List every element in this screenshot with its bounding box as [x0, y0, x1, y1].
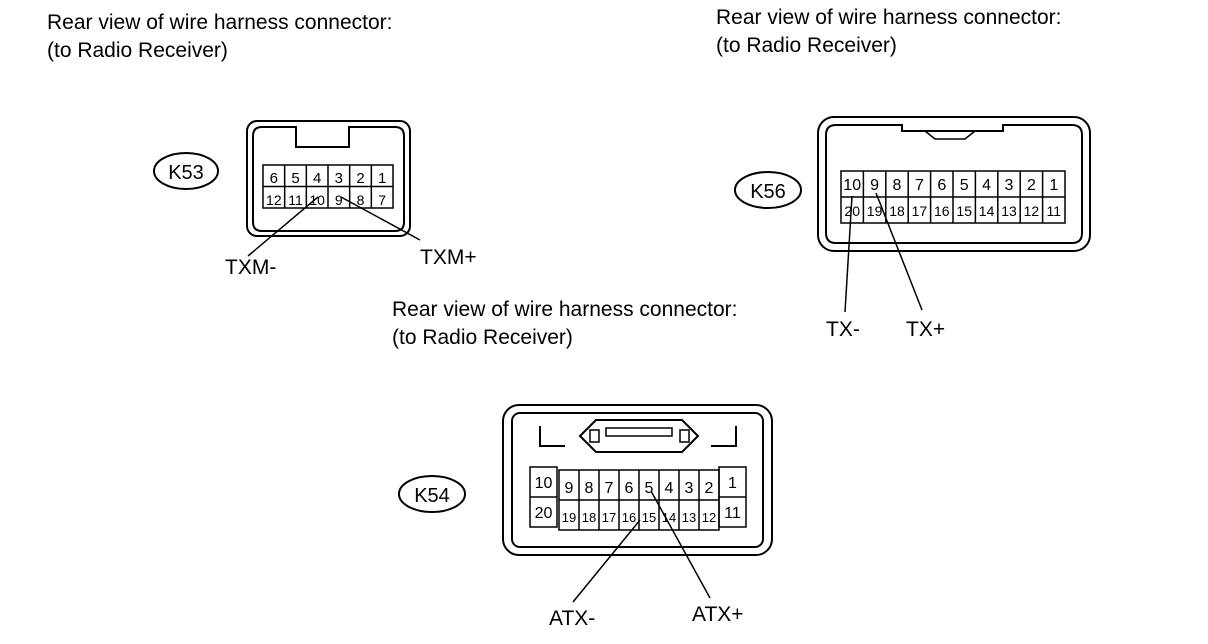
k54-caption: Rear view of wire harness connector: (to…	[392, 296, 738, 352]
k53-pin: 7	[378, 192, 386, 208]
k54-pin: 17	[602, 510, 616, 525]
k54-caption-line1: Rear view of wire harness connector:	[392, 298, 738, 321]
k56-latch	[924, 130, 976, 140]
k54-pin: 14	[662, 510, 676, 525]
k53-pin: 3	[335, 170, 343, 187]
k56-pin: 7	[915, 177, 924, 194]
k54-pin: 15	[642, 510, 656, 525]
k56-leader-tx-minus	[844, 195, 853, 313]
k54-pin: 20	[535, 505, 553, 522]
k56-pin: 11	[1047, 203, 1062, 219]
k53-pin: 1	[378, 170, 386, 187]
k56-pin: 19	[867, 203, 883, 219]
k56-pin: 12	[1024, 203, 1040, 219]
k54-left-notch	[539, 426, 565, 447]
k53-caption-line2: (to Radio Receiver)	[47, 39, 228, 62]
k54-pin: 6	[625, 480, 634, 497]
k53-signal-txm-plus: TXM+	[420, 246, 477, 269]
k53-leader-txm-plus	[340, 196, 421, 241]
k54-pin: 1	[728, 475, 737, 492]
k54-housing-inner	[511, 412, 764, 548]
k54-pin: 19	[562, 510, 576, 525]
k53-leader-txm-minus	[247, 196, 319, 257]
k54-pin: 16	[622, 510, 636, 525]
k56-housing-outer	[817, 116, 1091, 252]
k53-housing-inner	[252, 126, 405, 232]
k53-housing-outer	[246, 120, 411, 237]
k53-connector-label-oval	[153, 152, 219, 190]
k56-pin: 6	[937, 177, 946, 194]
k54-right-notch	[711, 426, 737, 447]
k56-pin: 4	[982, 177, 991, 194]
k54-signal-atx-plus: ATX+	[692, 603, 744, 626]
k56-pin: 16	[934, 203, 950, 219]
k54-pin: 12	[702, 510, 716, 525]
k54-key-slot	[605, 427, 673, 437]
k54-pin: 9	[565, 480, 574, 497]
k53-pin: 8	[357, 192, 365, 208]
k56-signal-tx-plus: TX+	[906, 318, 945, 341]
k53-pin: 6	[270, 170, 278, 187]
k56-caption-line1: Rear view of wire harness connector:	[716, 6, 1062, 29]
k56-pin: 3	[1005, 177, 1014, 194]
k53-pin: 2	[356, 170, 364, 187]
k54-pin: 8	[585, 480, 594, 497]
k54-key-slot-right	[679, 429, 690, 443]
k56-signal-tx-minus: TX-	[826, 318, 860, 341]
k56-pin: 5	[960, 177, 969, 194]
k56-caption: Rear view of wire harness connector: (to…	[716, 4, 1062, 60]
k54-center-key	[578, 419, 700, 453]
k54-pin: 11	[724, 505, 741, 522]
k56-pin: 14	[979, 203, 995, 219]
k54-pin: 18	[582, 510, 596, 525]
k56-connector-label: K56	[750, 181, 786, 203]
k53-caption: Rear view of wire harness connector: (to…	[47, 9, 393, 65]
k54-pin: 3	[685, 480, 694, 497]
k53-pin: 9	[335, 192, 343, 208]
k53-pin: 4	[313, 170, 321, 187]
k56-leader-tx-plus	[875, 192, 923, 311]
k53-pin: 10	[309, 192, 325, 208]
k53-connector-label: K53	[168, 162, 204, 184]
k54-connector-label: K54	[414, 485, 450, 507]
k54-pin: 4	[665, 480, 674, 497]
k56-caption-line2: (to Radio Receiver)	[716, 34, 897, 57]
k56-pin: 13	[1001, 203, 1017, 219]
k54-housing-outer	[502, 404, 773, 556]
k54-leader-atx-plus	[650, 490, 711, 599]
k54-pin: 7	[605, 480, 614, 497]
k53-pin: 12	[266, 192, 282, 208]
k54-pin: 10	[535, 475, 553, 492]
k56-pin: 17	[912, 203, 928, 219]
k56-pin: 2	[1027, 177, 1036, 194]
k54-pin: 2	[705, 480, 714, 497]
k56-pin: 18	[889, 203, 905, 219]
k54-signal-atx-minus: ATX-	[549, 607, 595, 630]
k56-pin: 1	[1049, 177, 1058, 194]
k53-pin: 5	[291, 170, 299, 187]
k54-key-slot-left	[589, 429, 600, 443]
k56-pin: 9	[870, 177, 879, 194]
k56-connector-label-oval	[734, 171, 802, 209]
k56-pin: 20	[844, 203, 860, 219]
k53-pin: 11	[288, 192, 303, 208]
k54-leader-atx-minus	[572, 519, 641, 603]
k54-connector-label-oval	[398, 475, 466, 513]
k53-caption-line1: Rear view of wire harness connector:	[47, 11, 393, 34]
k54-pin: 13	[682, 510, 696, 525]
k56-housing-inner	[825, 124, 1083, 244]
k53-signal-txm-minus: TXM-	[225, 256, 276, 279]
k54-caption-line2: (to Radio Receiver)	[392, 326, 573, 349]
k56-pin: 15	[956, 203, 972, 219]
k56-pin: 8	[893, 177, 902, 194]
k56-pin: 10	[843, 177, 861, 194]
k54-pin: 5	[645, 480, 654, 497]
